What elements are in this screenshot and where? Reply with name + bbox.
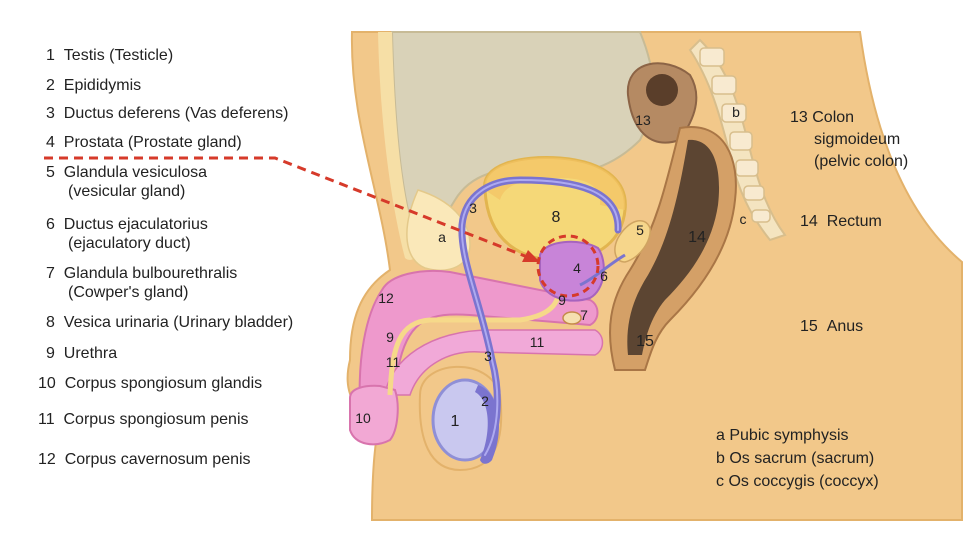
legend-item-2: 2 Epididymis [46, 76, 141, 95]
rectum-lumen [627, 139, 720, 355]
legend-label: Prostata (Prostate gland) [63, 134, 242, 151]
legend-item-14: 14 Rectum [800, 212, 882, 231]
pubic-symphysis [406, 189, 471, 271]
diagram-label-12: 12 [378, 290, 394, 306]
legend-letter: c [716, 473, 724, 490]
legend-label: Anus [826, 318, 864, 335]
vertebrae [699, 47, 771, 223]
bladder-top-wall [484, 157, 626, 210]
legend-sublabel: (pelvic colon) [814, 153, 909, 170]
legend-label: Ductus deferens (Vas deferens) [63, 105, 289, 122]
legend-item-c: c Os coccygis (coccyx) [716, 472, 879, 491]
legend-label: Testis (Testicle) [63, 47, 174, 64]
legend-number: 2 [46, 77, 55, 94]
legend-label: Urethra [63, 345, 118, 362]
legend-item-13: 13 Colon sigmoideum (pelvic colon) [790, 108, 908, 171]
legend-number: 5 [46, 164, 55, 181]
diagram-label-c: c [739, 211, 747, 227]
legend-number: 6 [46, 216, 55, 233]
legend-letter: b [716, 450, 725, 467]
legend-label: Os coccygis (coccyx) [728, 473, 879, 490]
legend-label: Glandula vesiculosa [63, 164, 207, 181]
sigmoid-lumen [646, 74, 678, 106]
diagram-label-5: 5 [636, 222, 644, 238]
legend-label: Rectum [826, 213, 882, 230]
diagram-label-15: 15 [636, 333, 654, 350]
legend-label: Corpus spongiosum penis [63, 411, 249, 428]
legend-letter: a [716, 427, 725, 444]
legend-number: 7 [46, 265, 55, 282]
prostate-pointer-arrowhead [522, 250, 540, 262]
diagram-label-b: b [732, 104, 740, 120]
legend-item-3: 3 Ductus deferens (Vas deferens) [46, 104, 289, 123]
legend-item-4: 4 Prostata (Prostate gland) [46, 133, 242, 152]
diagram-label-2: 2 [481, 393, 489, 409]
prostate-highlight-circle [536, 234, 600, 298]
legend-label: Corpus cavernosum penis [64, 451, 251, 468]
legend-label: Os sacrum (sacrum) [729, 450, 875, 467]
legend-item-9: 9 Urethra [46, 344, 117, 363]
legend-label: Pubic symphysis [729, 427, 849, 444]
legend-number: 3 [46, 105, 55, 122]
legend-number: 15 [800, 318, 818, 335]
diagram-label-11-left: 11 [385, 354, 401, 370]
legend-item-5: 5 Glandula vesiculosa (vesicular gland) [46, 163, 207, 201]
cowper-gland [562, 311, 582, 325]
legend-number: 1 [46, 47, 55, 64]
legend-number: 13 [790, 109, 808, 126]
legend-sublabel: (ejaculatory duct) [68, 235, 191, 252]
legend-number: 10 [38, 375, 56, 392]
diagram-label-6: 6 [600, 268, 608, 284]
legend-label: Epididymis [63, 77, 142, 94]
diagram-label-1: 1 [450, 413, 460, 430]
legend-item-1: 1 Testis (Testicle) [46, 46, 173, 65]
legend-item-7: 7 Glandula bulbourethralis (Cowper's gla… [46, 264, 237, 302]
legend-item-15: 15 Anus [800, 317, 863, 336]
legend-number: 4 [46, 134, 55, 151]
diagram-label-11-right: 11 [529, 334, 545, 350]
diagram-label-13: 13 [635, 112, 651, 128]
vas-deferens-highlight [460, 178, 620, 456]
legend-number: 12 [38, 451, 56, 468]
diagram-label-4: 4 [573, 260, 581, 276]
peritoneum-band [378, 32, 420, 260]
legend-sublabel: (Cowper's gland) [68, 284, 189, 301]
legend-item-a: a Pubic symphysis [716, 426, 849, 445]
legend-item-b: b Os sacrum (sacrum) [716, 449, 874, 468]
legend-sublabel: sigmoideum [814, 131, 901, 148]
legend-item-11: 11 Corpus spongiosum penis [38, 410, 249, 429]
legend-item-12: 12 Corpus cavernosum penis [38, 450, 251, 469]
diagram-label-7: 7 [580, 307, 588, 323]
glans [349, 384, 399, 446]
legend-item-8: 8 Vesica urinaria (Urinary bladder) [46, 313, 293, 332]
diagram-label-a: a [438, 229, 446, 245]
prostate [539, 240, 605, 302]
legend-number: 14 [800, 213, 818, 230]
diagram-label-9-lower: 9 [386, 329, 394, 345]
corpus-spongiosum [384, 329, 604, 396]
diagram-label-9-upper: 9 [558, 292, 566, 308]
diagram-label-8: 8 [551, 209, 561, 226]
diagram-label-14: 14 [688, 229, 706, 246]
legend-label: Glandula bulbourethralis [63, 265, 238, 282]
legend-number: 8 [46, 314, 55, 331]
legend-item-6: 6 Ductus ejaculatorius (ejaculatory duct… [46, 215, 208, 253]
legend-item-10: 10 Corpus spongiosum glandis [38, 374, 262, 393]
legend-label: Corpus spongiosum glandis [64, 375, 263, 392]
legend-sublabel: (vesicular gland) [68, 183, 186, 200]
legend-label: Vesica urinaria (Urinary bladder) [63, 314, 294, 331]
legend-label: Colon [812, 109, 855, 126]
ejaculatory-duct [579, 253, 626, 287]
legend-number: 9 [46, 345, 55, 362]
seminal-vesicle [614, 219, 651, 263]
legend-number: 11 [38, 411, 55, 428]
prostate-pointer-line [44, 156, 531, 260]
urethra [387, 281, 563, 396]
diagram-label-3-upper: 3 [469, 200, 477, 216]
legend-label: Ductus ejaculatorius [63, 216, 208, 233]
diagram-label-3-lower: 3 [484, 348, 492, 364]
diagram-label-10: 10 [355, 410, 371, 426]
